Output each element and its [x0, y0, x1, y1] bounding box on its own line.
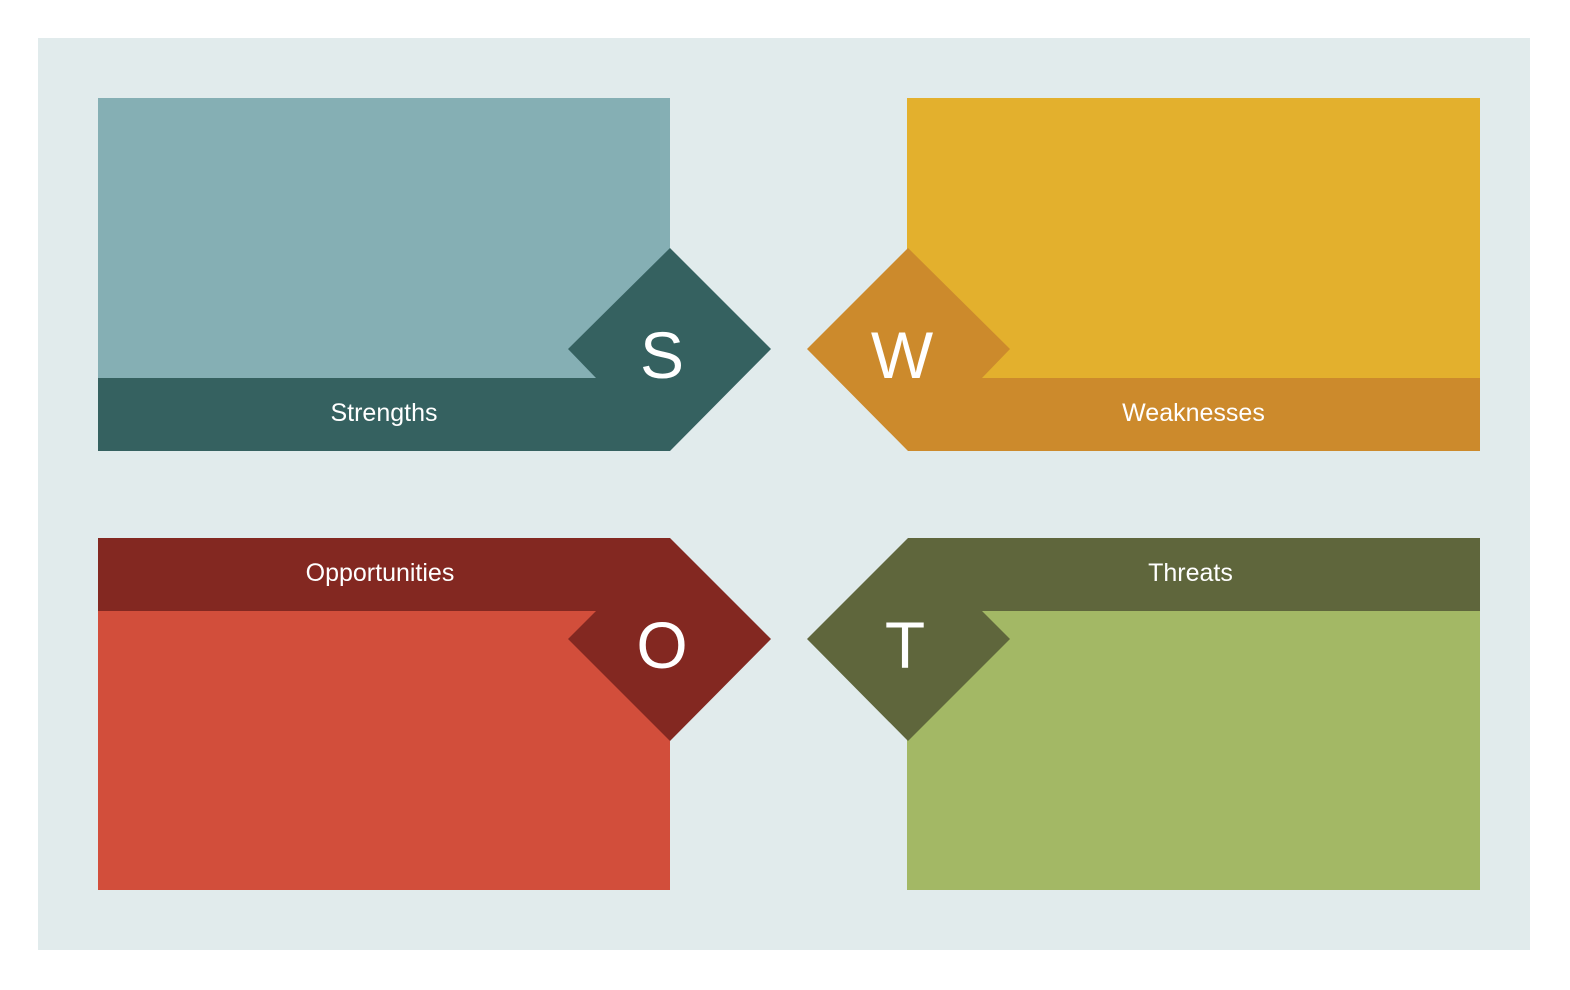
swot-canvas: [38, 38, 1530, 950]
